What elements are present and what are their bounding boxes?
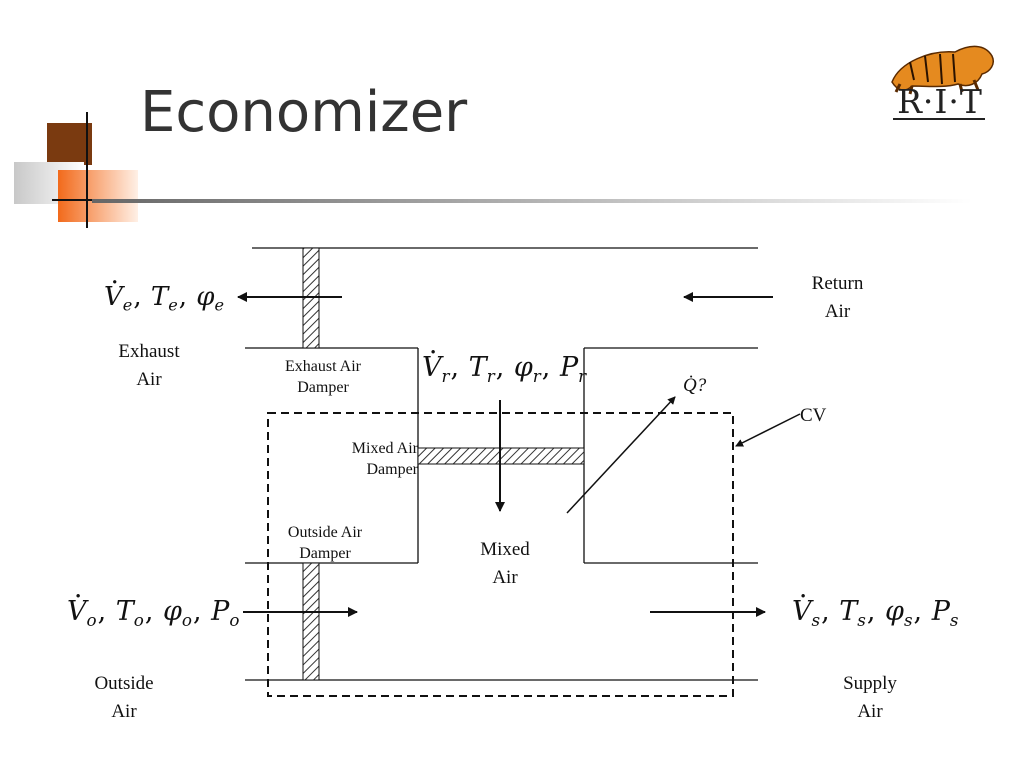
- corner-block-orange: [58, 170, 138, 222]
- stream-variable: Vs: [792, 596, 820, 630]
- stream-variable: φe: [196, 282, 225, 315]
- return-air-label: Return Air: [811, 273, 864, 322]
- control-volume-boundary: [267, 412, 734, 697]
- stream-variable: Vr: [422, 352, 450, 386]
- cv-pointer-arrow: [735, 413, 801, 447]
- outside-air-label: Outside Air: [94, 673, 154, 722]
- tiger-logo-icon: [891, 45, 994, 95]
- exhaust-damper-label: Exhaust Air Damper: [285, 358, 361, 396]
- outside-damper-label: Outside Air Damper: [287, 524, 363, 562]
- heat-transfer-arrow: [566, 396, 676, 514]
- stream-variable: Te: [150, 282, 178, 315]
- stream-variable: φo: [163, 596, 192, 630]
- corner-block-brown: [47, 123, 92, 165]
- cv-label: CV: [800, 405, 827, 426]
- stream-variable: Pr: [559, 352, 587, 386]
- stream-variable: To: [115, 596, 144, 630]
- heat-transfer-label: Q̇?: [683, 375, 707, 396]
- stream-variable: φs: [885, 596, 913, 630]
- outside-stream-vars: Vo, To, φo, Po: [67, 596, 239, 630]
- mixed-damper-label: Mixed Air Damper: [351, 440, 418, 478]
- stream-variable: Ve: [104, 282, 132, 315]
- exhaust-stream-vars: Ve, Te, φe: [104, 282, 224, 315]
- stream-variable: Ts: [839, 596, 866, 630]
- title-rule: [92, 199, 972, 203]
- stream-variable: φr: [513, 352, 541, 386]
- exhaust-air-label: Exhaust Air: [118, 341, 180, 390]
- stream-variable: Po: [211, 596, 240, 630]
- stream-variable: Ps: [931, 596, 959, 630]
- supply-air-label: Supply Air: [843, 673, 897, 722]
- outside-air-damper: [302, 562, 320, 681]
- return-stream-vars: Vr, Tr, φr, Pr: [422, 352, 586, 386]
- supply-stream-vars: Vs, Ts, φs, Ps: [792, 596, 958, 630]
- slide-title: Economizer: [140, 80, 468, 145]
- mixed-air-label: Mixed Air: [480, 539, 530, 588]
- stream-variable: Vo: [67, 596, 97, 630]
- logo-underline: [893, 118, 985, 120]
- logo-text: R·I·T: [897, 82, 983, 121]
- stream-variable: Tr: [468, 352, 495, 386]
